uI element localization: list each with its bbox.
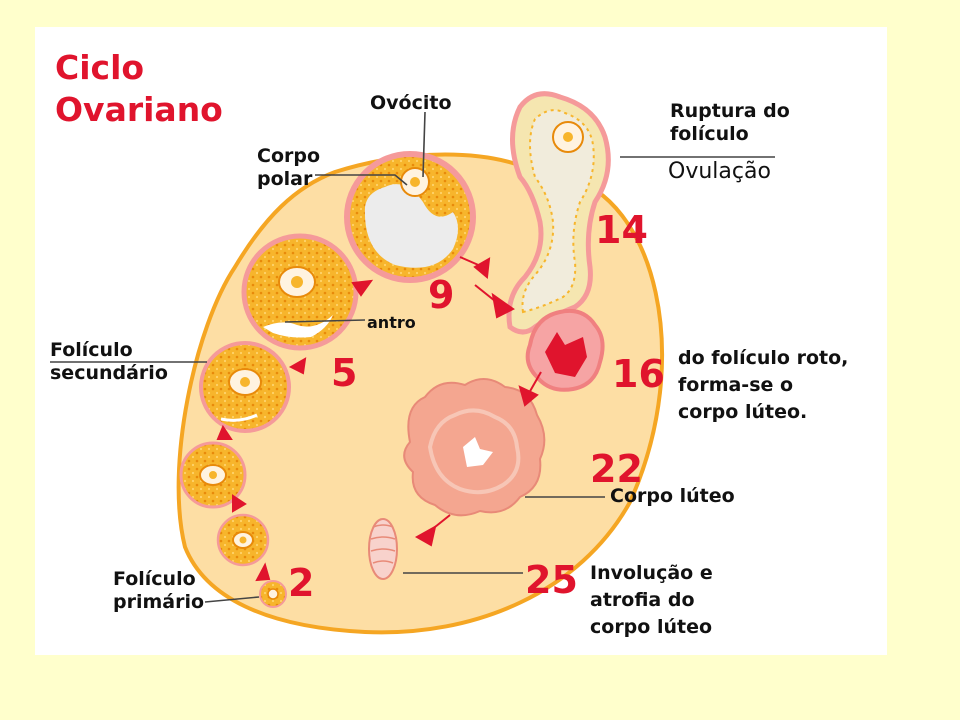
label-roto-3: corpo lúteo. (678, 401, 808, 423)
secondary-follicle (199, 341, 291, 433)
label-involucao-1: Involução e (590, 562, 713, 584)
label-foliculo-primario: Folículo primário (113, 568, 204, 614)
follicle-stage-b (179, 441, 247, 509)
corpus-albicans (368, 518, 398, 580)
label-ruptura-2: folículo (670, 123, 749, 145)
ruptured-follicle-corpus (525, 308, 605, 392)
antral-follicle (241, 233, 359, 351)
day-22: 22 (590, 447, 643, 491)
label-foliculo-secundario-1: Folículo (50, 339, 133, 361)
primary-follicle (259, 580, 287, 608)
label-involucao-3: corpo lúteo (590, 616, 713, 638)
title-line-1: Ciclo (55, 48, 145, 87)
label-roto-1: do folículo roto, (678, 347, 849, 369)
title-line-2: Ovariano (55, 90, 223, 129)
label-roto-2: forma-se o (678, 374, 794, 396)
cycle-arrows (216, 256, 542, 582)
day-2: 2 (288, 561, 315, 605)
diagram-title: Ciclo Ovariano (55, 47, 223, 131)
label-corpo-luteo: Corpo lúteo (610, 485, 735, 507)
label-ruptura: Ruptura do folículo (670, 100, 790, 146)
label-involucao: Involução e atrofia do corpo lúteo (590, 560, 713, 641)
label-corpo-polar-2: polar (257, 168, 313, 190)
ovarian-cycle-diagram (50, 91, 775, 635)
diagram-panel: Ciclo Ovariano Ovócito Corpo polar Ruptu… (35, 27, 887, 655)
day-9: 9 (428, 273, 455, 317)
day-5: 5 (331, 351, 358, 395)
label-foliculo-primario-2: primário (113, 591, 205, 613)
label-foliculo-secundario: Folículo secundário (50, 339, 168, 385)
day-14: 14 (595, 208, 648, 252)
label-antro: antro (367, 313, 416, 332)
day-25: 25 (525, 558, 578, 602)
leader-lines (50, 111, 775, 603)
ruptured-follicle (506, 91, 611, 335)
mature-follicle (344, 151, 476, 283)
label-foliculo-secundario-2: secundário (50, 362, 168, 384)
follicle-stage-a (216, 513, 270, 567)
label-folículo-roto: do folículo roto, forma-se o corpo lúteo… (678, 345, 848, 426)
label-foliculo-primario-1: Folículo (113, 568, 196, 590)
label-involucao-2: atrofia do (590, 589, 695, 611)
label-ovulacao: Ovulação (668, 159, 771, 184)
day-16: 16 (612, 352, 665, 396)
label-ovocito: Ovócito (370, 92, 452, 114)
corpus-luteum (403, 378, 546, 517)
label-ruptura-1: Ruptura do (670, 100, 790, 122)
label-corpo-polar: Corpo polar (257, 145, 320, 191)
label-corpo-polar-1: Corpo (257, 145, 321, 167)
